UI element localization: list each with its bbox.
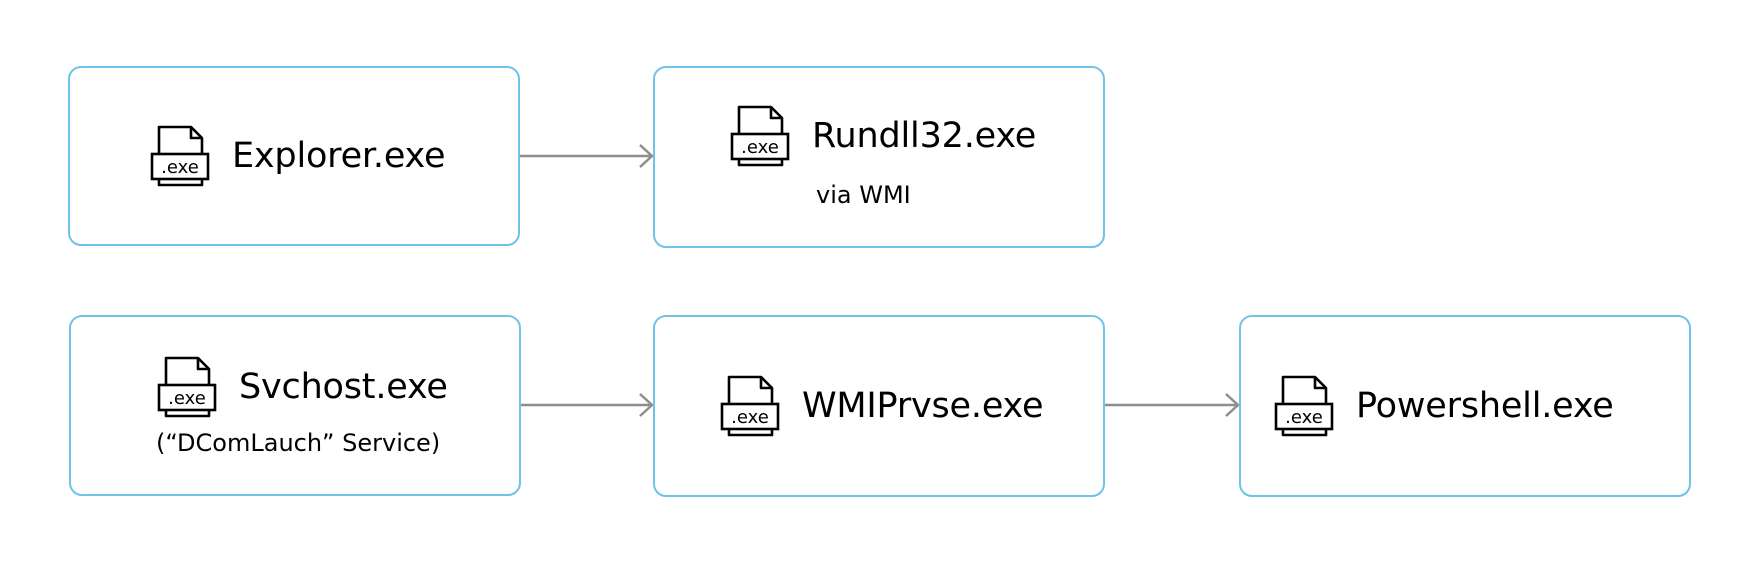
exe-icon-label: .exe <box>1285 407 1323 428</box>
exe-icon-label: .exe <box>731 407 769 428</box>
exe-file-icon: .exe <box>150 124 210 188</box>
node-powershell: .exe Powershell.exe <box>1239 315 1691 497</box>
exe-file-icon: .exe <box>1274 374 1334 438</box>
exe-icon-label: .exe <box>741 137 779 158</box>
node-title: Powershell.exe <box>1356 386 1614 426</box>
exe-file-icon: .exe <box>157 355 217 419</box>
exe-icon-label: .exe <box>168 388 206 409</box>
node-subtitle: (“DComLauch” Service) <box>156 429 441 457</box>
node-title: WMIPrvse.exe <box>802 386 1044 426</box>
exe-file-icon: .exe <box>720 374 780 438</box>
node-rundll32: .exe Rundll32.exe via WMI <box>653 66 1105 248</box>
edge-wmiprvse-powershell <box>1105 393 1240 417</box>
edge-explorer-rundll32 <box>520 144 654 168</box>
exe-file-icon: .exe <box>730 104 790 168</box>
exe-icon-label: .exe <box>161 157 199 178</box>
node-title: Rundll32.exe <box>812 116 1037 156</box>
node-title: Explorer.exe <box>232 136 446 176</box>
node-subtitle: via WMI <box>816 181 911 209</box>
node-title: Svchost.exe <box>239 367 448 407</box>
edge-svchost-wmiprvse <box>521 393 654 417</box>
node-explorer: .exe Explorer.exe <box>68 66 520 246</box>
node-svchost: .exe Svchost.exe (“DComLauch” Service) <box>69 315 521 496</box>
node-wmiprvse: .exe WMIPrvse.exe <box>653 315 1105 497</box>
